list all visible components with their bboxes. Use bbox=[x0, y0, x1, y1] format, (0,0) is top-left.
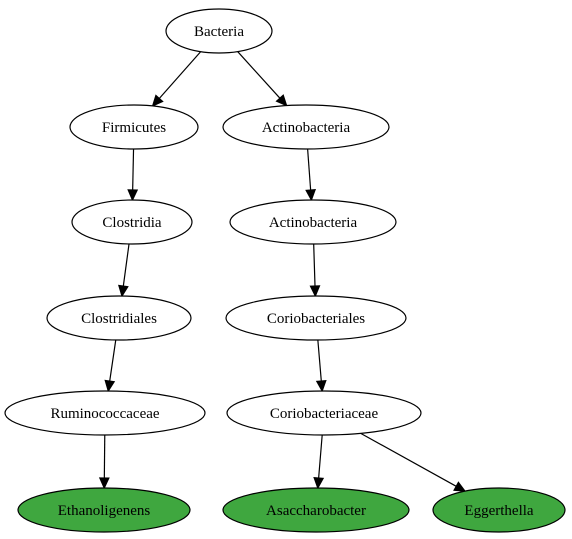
arrowhead bbox=[104, 379, 116, 393]
node-actinobacteria-class: Actinobacteria bbox=[229, 199, 397, 245]
node-firmicutes: Firmicutes bbox=[69, 104, 199, 150]
node-ethanoligenens: Ethanoligenens bbox=[17, 487, 191, 533]
arrowhead bbox=[309, 285, 321, 298]
edge-bacteria-to-actinobacteria-phylum bbox=[237, 51, 288, 107]
arrowhead bbox=[127, 189, 139, 202]
node-ellipse bbox=[226, 390, 422, 436]
node-ellipse bbox=[222, 104, 390, 150]
arrowhead bbox=[453, 481, 467, 492]
arrowhead bbox=[118, 284, 129, 298]
arrowhead bbox=[313, 476, 325, 490]
node-label: Actinobacteria bbox=[262, 120, 351, 136]
node-bacteria: Bacteria bbox=[165, 8, 273, 54]
edge-firmicutes-to-clostridia bbox=[127, 148, 139, 202]
node-ellipse bbox=[222, 487, 410, 533]
node-clostridia: Clostridia bbox=[71, 199, 193, 245]
edge-line bbox=[132, 148, 135, 191]
node-label: Asaccharobacter bbox=[266, 503, 366, 519]
node-ellipse bbox=[71, 199, 193, 245]
edge-line bbox=[109, 339, 117, 382]
node-label: Ruminococcaceae bbox=[50, 406, 159, 422]
node-coriobacteriaceae: Coriobacteriaceae bbox=[226, 390, 422, 436]
edge-line bbox=[122, 243, 130, 287]
node-label: Ethanoligenens bbox=[58, 503, 151, 519]
edge-bacteria-to-firmicutes bbox=[151, 51, 202, 108]
arrowhead bbox=[275, 94, 288, 107]
node-ellipse bbox=[229, 199, 397, 245]
node-actinobacteria-phylum: Actinobacteria bbox=[222, 104, 390, 150]
edges-layer bbox=[98, 51, 467, 492]
node-ellipse bbox=[46, 295, 192, 341]
edge-line bbox=[158, 51, 202, 99]
edge-clostridia-to-clostridiales bbox=[118, 243, 130, 298]
node-ruminococcaceae: Ruminococcaceae bbox=[4, 390, 206, 436]
edge-actinobacteria-phylum-to-actinobacteria-class bbox=[305, 148, 317, 202]
node-label: Eggerthella bbox=[464, 503, 533, 519]
edge-coriobacteriales-to-coriobacteriaceae bbox=[315, 339, 327, 393]
edge-coriobacteriaceae-to-eggerthella bbox=[360, 432, 467, 492]
edge-line bbox=[237, 51, 281, 99]
edge-coriobacteriaceae-to-asaccharobacter bbox=[313, 434, 325, 490]
node-label: Clostridiales bbox=[81, 311, 157, 327]
arrowhead bbox=[315, 379, 327, 393]
arrowhead bbox=[98, 477, 110, 490]
node-asaccharobacter: Asaccharobacter bbox=[222, 487, 410, 533]
edge-actinobacteria-class-to-coriobacteriales bbox=[309, 243, 321, 298]
node-clostridiales: Clostridiales bbox=[46, 295, 192, 341]
node-label: Clostridia bbox=[102, 215, 162, 231]
node-label: Bacteria bbox=[194, 24, 244, 40]
node-label: Firmicutes bbox=[102, 120, 166, 136]
node-ellipse bbox=[17, 487, 191, 533]
node-ellipse bbox=[4, 390, 206, 436]
node-coriobacteriales: Coriobacteriales bbox=[225, 295, 407, 341]
edge-line bbox=[317, 339, 322, 382]
edge-clostridiales-to-ruminococcaceae bbox=[104, 339, 117, 393]
arrowhead bbox=[151, 94, 164, 108]
node-label: Coriobacteriaceae bbox=[270, 406, 379, 422]
edge-line bbox=[360, 432, 457, 487]
node-ellipse bbox=[69, 104, 199, 150]
arrowhead bbox=[305, 189, 317, 202]
node-label: Coriobacteriales bbox=[267, 311, 365, 327]
node-eggerthella: Eggerthella bbox=[432, 487, 566, 533]
edge-line bbox=[318, 434, 323, 479]
edge-line bbox=[307, 148, 312, 191]
edge-line bbox=[313, 243, 316, 287]
node-ellipse bbox=[165, 8, 273, 54]
edge-ruminococcaceae-to-ethanoligenens bbox=[98, 434, 110, 490]
node-label: Actinobacteria bbox=[269, 215, 358, 231]
node-ellipse bbox=[432, 487, 566, 533]
node-ellipse bbox=[225, 295, 407, 341]
